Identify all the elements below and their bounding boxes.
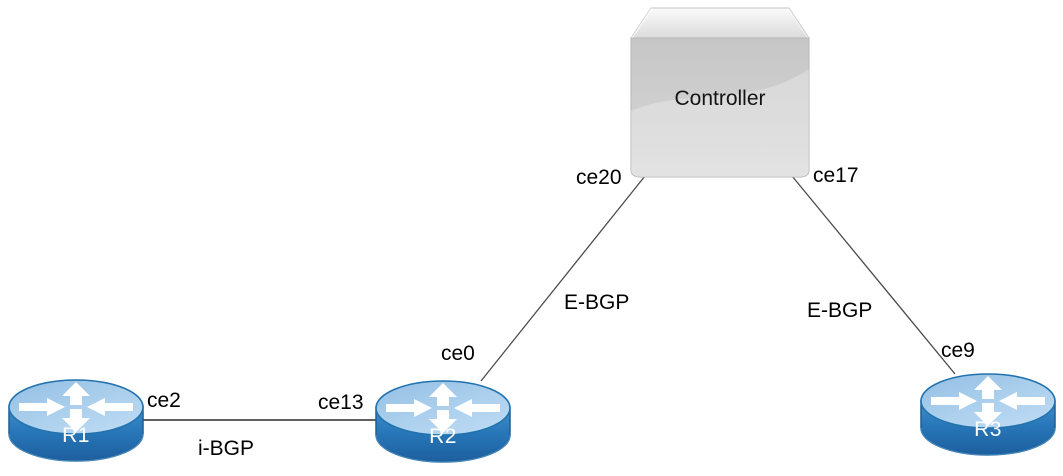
interface-label-ce17: ce17 xyxy=(813,164,859,187)
node-r3: R3 xyxy=(918,371,1058,459)
protocol-label-ebgp-right: E-BGP xyxy=(807,299,873,322)
interface-label-ce13: ce13 xyxy=(318,391,364,414)
server-box-icon xyxy=(630,7,810,178)
node-r1: R1 xyxy=(6,377,146,465)
router-icon xyxy=(8,379,144,462)
router-r1-label: R1 xyxy=(62,424,90,447)
interface-label-ce0: ce0 xyxy=(441,342,475,365)
link-line-controller-r2 xyxy=(480,175,646,382)
interface-label-ce20: ce20 xyxy=(576,166,622,189)
protocol-label-ebgp-left: E-BGP xyxy=(564,291,630,314)
controller-label: Controller xyxy=(674,87,766,110)
router-icon xyxy=(920,373,1056,456)
protocol-label-ibgp: i-BGP xyxy=(198,437,255,460)
node-controller: Controller xyxy=(630,7,810,178)
router-r3-label: R3 xyxy=(974,418,1002,441)
node-r2: R2 xyxy=(373,378,513,466)
router-icon xyxy=(375,380,511,463)
interface-label-ce2: ce2 xyxy=(147,389,181,412)
link-line-controller-r3 xyxy=(791,175,956,375)
router-r2-label: R2 xyxy=(429,425,457,448)
interface-label-ce9: ce9 xyxy=(941,339,975,362)
